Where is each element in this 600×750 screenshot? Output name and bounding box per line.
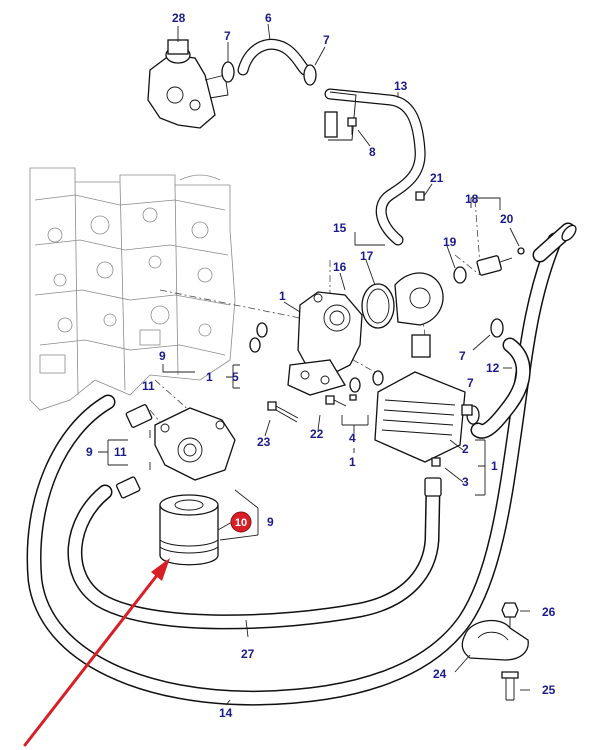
callout-20: 20 <box>500 212 514 226</box>
highlight-badge-10: 10 <box>230 511 252 533</box>
callout-25: 25 <box>542 683 556 697</box>
orings-5 <box>249 322 384 393</box>
callout-1-top: 1 <box>279 289 286 303</box>
callout-22: 22 <box>310 427 324 441</box>
callout-19: 19 <box>443 235 457 249</box>
callout-23: 23 <box>257 435 271 449</box>
callout-1-left: 1 <box>206 370 213 384</box>
callout-27: 27 <box>241 647 255 661</box>
hose-27 <box>67 477 442 630</box>
callout-15: 15 <box>333 221 347 235</box>
callout-24: 24 <box>433 667 447 681</box>
callout-4: 4 <box>349 431 356 445</box>
callout-7-top-left: 7 <box>224 29 231 43</box>
callout-9-left: 9 <box>86 445 93 459</box>
callout-7-mid: 7 <box>459 349 466 363</box>
callout-17: 17 <box>360 249 374 263</box>
callout-26: 26 <box>542 605 556 619</box>
callout-3: 3 <box>462 475 469 489</box>
part-9-filter-head <box>115 404 236 499</box>
callout-18: 18 <box>465 192 479 206</box>
callout-14: 14 <box>219 706 233 720</box>
hose-13 <box>324 88 426 246</box>
callout-28: 28 <box>172 11 186 25</box>
callout-1-right: 1 <box>491 459 498 473</box>
callout-11-left: 11 <box>114 445 127 459</box>
callout-6: 6 <box>265 11 272 25</box>
bolts-22-23 <box>267 394 357 423</box>
engine-block-outline <box>29 167 236 411</box>
part-15-17-cover <box>361 272 444 358</box>
callout-9-right: 9 <box>267 515 274 529</box>
highlight-badge-circle <box>230 511 252 533</box>
callout-8: 8 <box>369 145 376 159</box>
callout-9-top: 9 <box>159 349 166 363</box>
callout-labels: 28 7 6 7 13 8 21 18 20 15 19 16 17 1 7 1… <box>86 11 556 720</box>
hose-12 <box>470 337 531 439</box>
hose-14 <box>26 222 577 706</box>
callout-13: 13 <box>394 79 408 93</box>
part-28-housing <box>147 39 229 129</box>
leader-lines <box>98 23 530 706</box>
part-10-filter <box>159 494 219 566</box>
callout-12: 12 <box>486 361 500 375</box>
callout-16: 16 <box>333 260 347 274</box>
pointer-arrow <box>23 558 170 747</box>
callout-5: 5 <box>232 370 239 384</box>
callout-10: 10 <box>235 517 247 529</box>
callout-7-top-right: 7 <box>323 33 330 47</box>
callout-2: 2 <box>462 442 469 456</box>
callout-21: 21 <box>430 171 444 185</box>
callout-7-lower: 7 <box>467 376 474 390</box>
clamps-7 <box>221 61 504 425</box>
part-1-head <box>287 291 363 396</box>
part-18-20-sensor <box>453 247 525 284</box>
hose-6 <box>237 38 311 76</box>
parts-24-26-bracket <box>461 602 529 701</box>
callout-1-bottom: 1 <box>349 455 356 469</box>
callout-11-top: 11 <box>142 379 155 393</box>
part-2-oil-cooler <box>374 371 473 467</box>
bolts-8-21 <box>347 117 425 201</box>
